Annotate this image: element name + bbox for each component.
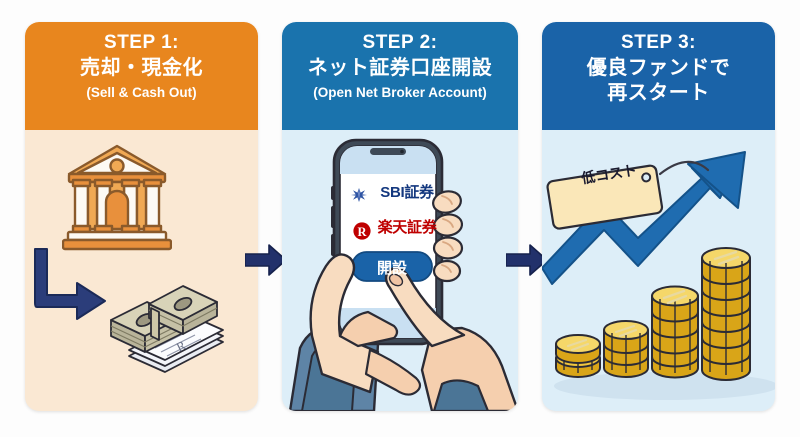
coin-stack-3 (651, 285, 699, 379)
upward-trend-arrow-icon (542, 151, 775, 400)
step-3-body: 低コスト (542, 130, 775, 411)
coin-stack-4 (701, 247, 751, 381)
step-1-header: STEP 1: 売却・現金化 (Sell & Cash Out) (25, 22, 258, 130)
bank-building-icon (62, 144, 172, 251)
svg-text:R: R (357, 225, 367, 239)
open-account-button-label[interactable]: 開設 (376, 260, 407, 277)
step-panel-1: STEP 1: 売却・現金化 (Sell & Cash Out) (25, 22, 258, 411)
step-1-subtitle: (Sell & Cash Out) (86, 85, 197, 100)
step-3-title-line-1: 優良ファンドで (586, 57, 731, 79)
elbow-arrow-icon (34, 248, 106, 320)
step-panel-2: STEP 2: ネット証券口座開設 (Open Net Broker Accou… (282, 22, 518, 411)
right-arrow-icon-2 (506, 244, 548, 276)
step-1-body: R (25, 130, 258, 411)
step-2-subtitle: (Open Net Broker Account) (313, 85, 487, 100)
step-2-label: STEP 2: (362, 32, 438, 53)
step-panel-3: STEP 3: 優良ファンドで 再スタート (542, 22, 775, 411)
step-2-title: ネット証券口座開設 (307, 57, 493, 79)
step-2-body: R (282, 130, 518, 411)
step-2-header: STEP 2: ネット証券口座開設 (Open Net Broker Accou… (282, 22, 518, 130)
step-3-header: STEP 3: 優良ファンドで 再スタート (542, 22, 775, 130)
step-3-label: STEP 3: (621, 32, 696, 53)
sbi-starburst-icon (351, 188, 367, 202)
step-1-title: 売却・現金化 (80, 57, 203, 79)
broker-rakuten-label: 楽天証券 (377, 219, 437, 236)
coin-stack-1 (555, 334, 601, 378)
coin-stack-2 (603, 320, 649, 378)
broker-sbi-label: SBI証券 (380, 184, 434, 201)
price-tag-icon (546, 164, 664, 230)
hands-holding-phone-icon: R (288, 138, 518, 411)
right-arrow-icon-1 (245, 244, 287, 276)
step-3-title-line-2: 再スタート (607, 82, 710, 104)
rakuten-r-icon: R (353, 222, 371, 240)
cash-stack-icon: R (110, 285, 224, 373)
step-1-label: STEP 1: (104, 32, 179, 53)
